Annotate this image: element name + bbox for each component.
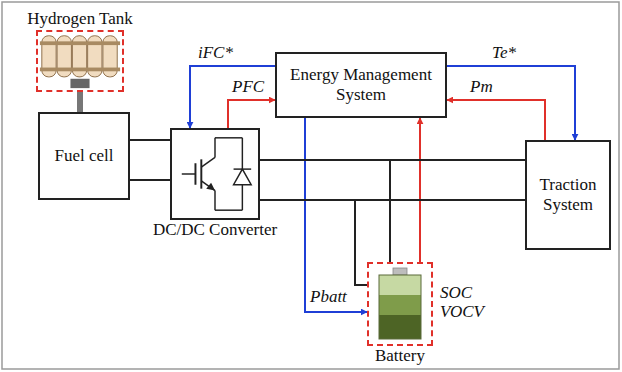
hydrogen-tank-illustration (38, 32, 122, 90)
node-label: Energy Management System (277, 65, 445, 104)
node-label: Hydrogen Tank (8, 9, 152, 29)
node-label: Traction System (527, 175, 609, 214)
signal-arrow (190, 66, 275, 128)
battery-illustration (369, 264, 431, 344)
signal-arrow (447, 100, 545, 140)
node-label: DC/DC Converter (142, 220, 288, 240)
fuel-cell-box: Fuel cell (38, 112, 130, 200)
igbt-diode-symbol (172, 130, 258, 218)
outer-frame (2, 2, 619, 369)
traction-box: Traction System (525, 140, 611, 250)
signal-label: Pbatt (310, 288, 347, 307)
signal-arrow (228, 100, 275, 128)
hydrogen-tank: Hydrogen Tank (36, 30, 124, 92)
power-wire (390, 160, 525, 262)
ems-box: Energy Management System (275, 52, 447, 118)
signal-arrow (305, 118, 367, 312)
battery-box: Battery (367, 262, 433, 346)
node-label: Battery (339, 346, 461, 366)
signal-arrow (447, 66, 575, 140)
signal-label: Pm (470, 78, 493, 97)
signal-arrow (419, 118, 421, 262)
signal-label: SOC VOCV (440, 284, 492, 321)
power-wire (77, 92, 83, 112)
signal-label: PFC (232, 78, 264, 97)
converter-box: DC/DC Converter (170, 128, 260, 220)
signal-label: iFC* (198, 44, 233, 63)
power-wire (355, 200, 525, 285)
node-label: Fuel cell (48, 146, 119, 166)
power-wire (130, 179, 170, 181)
power-wire (130, 139, 170, 141)
signal-label: Te* (492, 44, 516, 63)
